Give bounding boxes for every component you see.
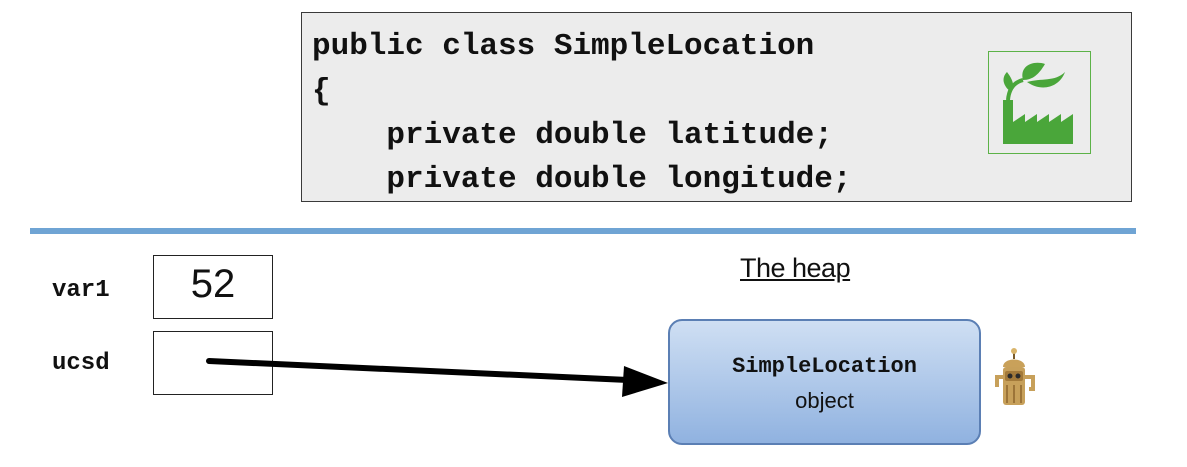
variable-value-var1: 52 [190, 262, 236, 306]
code-line-2: { [312, 74, 331, 109]
robot-mascot-icon [993, 347, 1039, 416]
variable-name-ucsd: ucsd [52, 350, 110, 377]
heap-object: SimpleLocation object [668, 319, 981, 445]
code-panel: public class SimpleLocation { private do… [301, 12, 1132, 202]
code-line-1: public class SimpleLocation [312, 29, 815, 64]
heap-title: The heap [740, 253, 851, 283]
variable-name-var1: var1 [52, 277, 110, 304]
factory-leaf-icon [988, 51, 1091, 154]
variable-box-var1: 52 [153, 255, 273, 319]
code-line-3: private double latitude; [312, 118, 833, 153]
heap-object-label: object [795, 388, 854, 413]
code-line-4: private double longitude; [312, 162, 852, 197]
divider-line [30, 228, 1136, 234]
heap-object-class: SimpleLocation [732, 354, 917, 379]
